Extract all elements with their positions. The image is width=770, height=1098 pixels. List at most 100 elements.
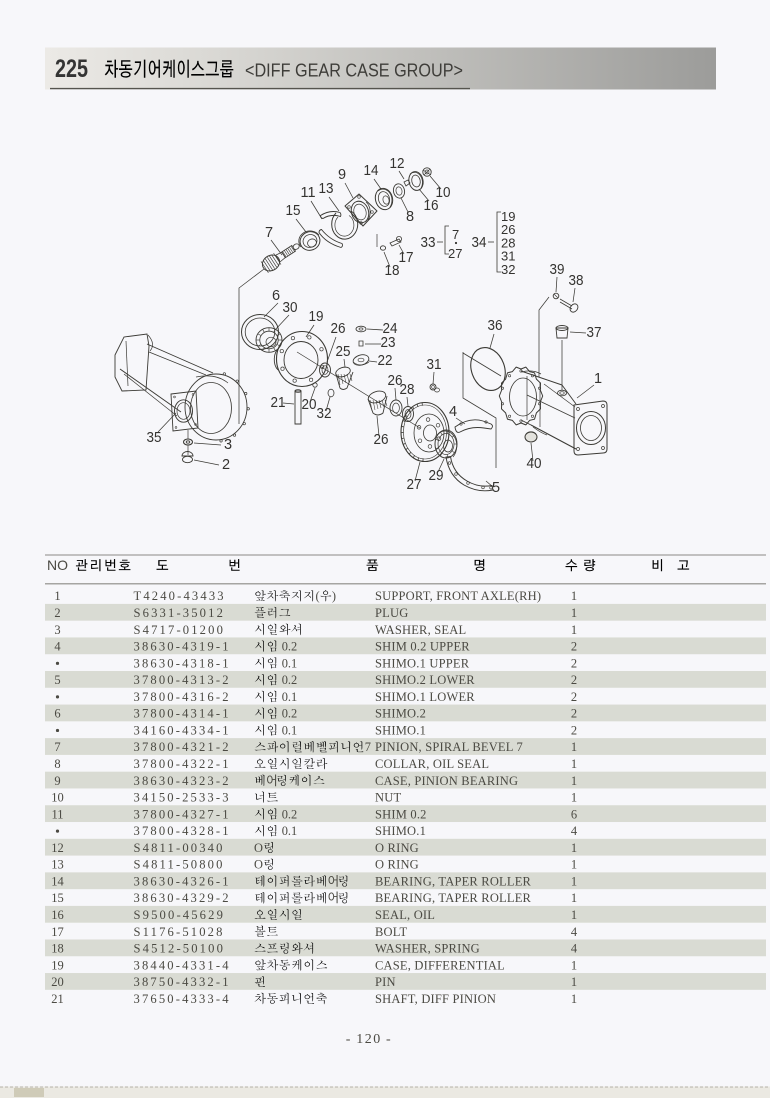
svg-text:O RING: O RING bbox=[375, 858, 419, 872]
svg-text:38750-4332-1: 38750-4332-1 bbox=[134, 975, 231, 989]
svg-text:21: 21 bbox=[51, 992, 64, 1006]
svg-text:PINION, SPIRAL BEVEL 7: PINION, SPIRAL BEVEL 7 bbox=[375, 740, 523, 754]
svg-text:1: 1 bbox=[571, 740, 577, 754]
svg-text:6: 6 bbox=[272, 288, 280, 304]
svg-text:29: 29 bbox=[429, 468, 444, 484]
svg-text:1: 1 bbox=[571, 908, 577, 922]
svg-text:0.2: 0.2 bbox=[282, 707, 298, 721]
svg-text:225: 225 bbox=[55, 55, 88, 83]
svg-text:12: 12 bbox=[51, 841, 64, 855]
svg-text:1: 1 bbox=[571, 589, 577, 603]
svg-text:NO: NO bbox=[47, 557, 68, 573]
svg-text:0.1: 0.1 bbox=[282, 690, 298, 704]
svg-text:8: 8 bbox=[54, 757, 60, 771]
svg-text:O RING: O RING bbox=[375, 841, 419, 855]
svg-text:S4811-00340: S4811-00340 bbox=[134, 841, 225, 855]
svg-text:40: 40 bbox=[527, 456, 542, 472]
svg-text:10: 10 bbox=[436, 185, 451, 201]
svg-text:1: 1 bbox=[571, 858, 577, 872]
svg-text:35: 35 bbox=[147, 430, 162, 446]
svg-text:30: 30 bbox=[283, 300, 298, 316]
svg-text:0.2: 0.2 bbox=[282, 807, 298, 821]
svg-text:SHIM 0.2: SHIM 0.2 bbox=[375, 807, 427, 821]
svg-text:38: 38 bbox=[569, 273, 584, 289]
svg-text:어: 어 bbox=[328, 891, 339, 905]
svg-text:37800-4322-1: 37800-4322-1 bbox=[134, 757, 231, 771]
svg-text:S4717-01200: S4717-01200 bbox=[134, 623, 226, 637]
svg-text:O: O bbox=[254, 841, 263, 855]
svg-text:28: 28 bbox=[501, 235, 515, 250]
svg-text:26: 26 bbox=[501, 222, 515, 237]
svg-text:1: 1 bbox=[54, 589, 60, 603]
svg-text:3: 3 bbox=[224, 437, 232, 453]
svg-text:37800-4327-1: 37800-4327-1 bbox=[134, 807, 231, 821]
svg-text:24: 24 bbox=[383, 321, 398, 337]
svg-text:SHIMO.1: SHIMO.1 bbox=[375, 824, 426, 838]
svg-text:7: 7 bbox=[54, 740, 60, 754]
svg-text:CASE, DIFFERENTIAL: CASE, DIFFERENTIAL bbox=[375, 958, 505, 972]
svg-text:7: 7 bbox=[265, 225, 273, 241]
svg-text:39: 39 bbox=[550, 262, 565, 278]
svg-text:32: 32 bbox=[501, 262, 515, 277]
svg-text:SHIMO.1: SHIMO.1 bbox=[375, 723, 426, 737]
svg-text:27: 27 bbox=[407, 477, 422, 493]
svg-text:1: 1 bbox=[571, 891, 577, 905]
svg-text:SHIM 0.2 UPPER: SHIM 0.2 UPPER bbox=[375, 640, 470, 654]
svg-text:38630-4323-2: 38630-4323-2 bbox=[134, 774, 231, 788]
svg-text:11: 11 bbox=[51, 807, 63, 821]
svg-text:S4811-50800: S4811-50800 bbox=[134, 858, 225, 872]
svg-text:(: ( bbox=[316, 589, 320, 603]
svg-text:15: 15 bbox=[51, 891, 64, 905]
svg-text:PLUG: PLUG bbox=[375, 606, 408, 620]
svg-text:37800-4328-1: 37800-4328-1 bbox=[134, 824, 231, 838]
svg-text:20: 20 bbox=[302, 397, 317, 413]
svg-text:): ) bbox=[332, 589, 336, 603]
svg-text:<DIFF GEAR CASE GROUP>: <DIFF GEAR CASE GROUP> bbox=[245, 61, 463, 81]
svg-text:2: 2 bbox=[571, 640, 577, 654]
svg-text:28: 28 bbox=[400, 382, 415, 398]
svg-text:37650-4333-4: 37650-4333-4 bbox=[134, 992, 231, 1006]
svg-text:1: 1 bbox=[571, 757, 577, 771]
svg-text:25: 25 bbox=[336, 344, 351, 360]
svg-text:13: 13 bbox=[319, 181, 334, 197]
svg-text:10: 10 bbox=[51, 791, 64, 805]
svg-text:S4512-50100: S4512-50100 bbox=[134, 942, 226, 956]
svg-text:6: 6 bbox=[571, 807, 577, 821]
svg-text:4: 4 bbox=[54, 640, 61, 654]
svg-text:4: 4 bbox=[571, 925, 578, 939]
svg-text:S1176-51028: S1176-51028 bbox=[134, 925, 225, 939]
svg-text:BEARING, TAPER ROLLER: BEARING, TAPER ROLLER bbox=[375, 874, 532, 888]
svg-text:37800-4316-2: 37800-4316-2 bbox=[134, 690, 231, 704]
svg-text:38630-4329-2: 38630-4329-2 bbox=[134, 891, 231, 905]
svg-text:BEARING, TAPER ROLLER: BEARING, TAPER ROLLER bbox=[375, 891, 532, 905]
svg-text:SUPPORT, FRONT AXLE(RH): SUPPORT, FRONT AXLE(RH) bbox=[375, 589, 541, 603]
svg-text:11: 11 bbox=[301, 185, 316, 201]
svg-text:2: 2 bbox=[222, 457, 230, 473]
svg-text:31: 31 bbox=[427, 357, 442, 373]
svg-text:WASHER, SEAL: WASHER, SEAL bbox=[375, 623, 466, 637]
svg-text:1: 1 bbox=[571, 791, 577, 805]
svg-text:0.2: 0.2 bbox=[282, 640, 298, 654]
svg-text:2: 2 bbox=[54, 606, 60, 620]
svg-text:4: 4 bbox=[571, 824, 578, 838]
svg-text:9: 9 bbox=[338, 167, 346, 183]
svg-text:5: 5 bbox=[54, 673, 60, 687]
svg-text:33: 33 bbox=[421, 235, 436, 251]
svg-text:34: 34 bbox=[472, 235, 487, 251]
svg-text:SHIMO.1 UPPER: SHIMO.1 UPPER bbox=[375, 656, 470, 670]
svg-text:2: 2 bbox=[571, 690, 577, 704]
svg-text:17: 17 bbox=[51, 925, 64, 939]
svg-text:0.1: 0.1 bbox=[282, 824, 298, 838]
svg-text:3: 3 bbox=[54, 623, 60, 637]
svg-text:1: 1 bbox=[571, 774, 577, 788]
svg-text:37800-4321-2: 37800-4321-2 bbox=[134, 740, 231, 754]
svg-text:23: 23 bbox=[381, 335, 396, 351]
svg-text:T4240-43433: T4240-43433 bbox=[134, 589, 226, 603]
svg-text:O: O bbox=[254, 858, 263, 872]
svg-text:32: 32 bbox=[317, 406, 332, 422]
svg-text:S6331-35012: S6331-35012 bbox=[134, 606, 226, 620]
svg-text:PIN: PIN bbox=[375, 975, 396, 989]
svg-text:SHIMO.2 LOWER: SHIMO.2 LOWER bbox=[375, 673, 475, 687]
svg-text:19: 19 bbox=[309, 309, 324, 325]
svg-text:34150-2533-3: 34150-2533-3 bbox=[134, 791, 231, 805]
